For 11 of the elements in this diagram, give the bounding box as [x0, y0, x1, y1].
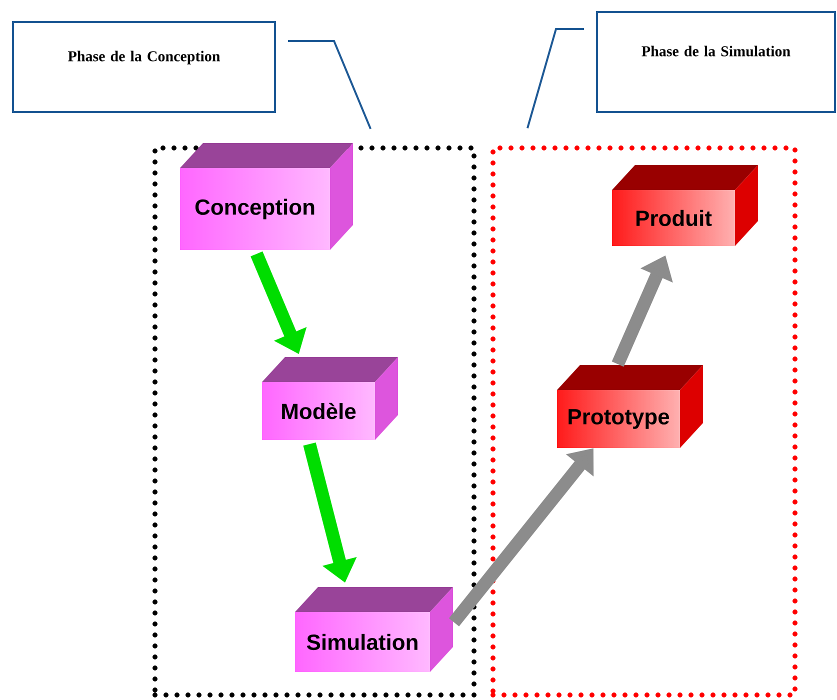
- cube-box: Prototype: [557, 365, 703, 448]
- cube-box: Conception: [180, 143, 353, 250]
- dotted-frame: [490, 146, 798, 698]
- dotted-frame: [152, 146, 476, 698]
- callout-box: Phase de la Simulation: [596, 11, 836, 113]
- cube-box: Modèle: [262, 357, 398, 440]
- leader-line: [526, 28, 584, 128]
- cube-box: Produit: [612, 165, 758, 246]
- cube-box: Simulation: [295, 587, 453, 672]
- callout-box: Phase de la Conception: [12, 21, 276, 113]
- leader-line: [288, 40, 372, 130]
